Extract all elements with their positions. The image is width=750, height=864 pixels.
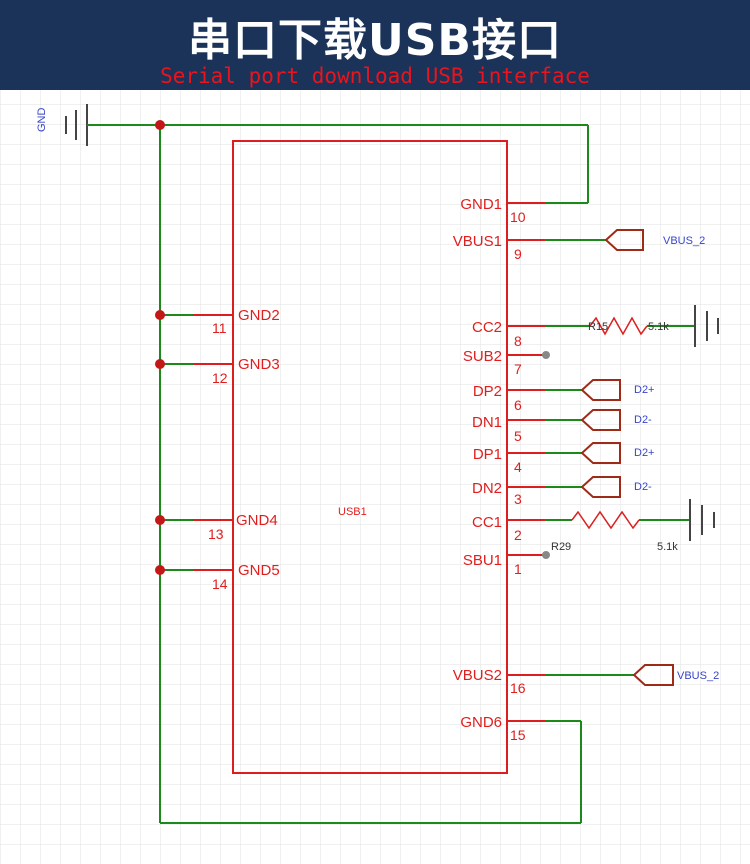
pin-vbus2: VBUS2 16 <box>453 667 545 696</box>
pin-sbu1: SBU1 1 <box>463 551 550 577</box>
gnd-net-label: GND <box>36 108 48 133</box>
dn1-net-label: D2- <box>634 414 652 426</box>
pin-name: CC1 <box>472 514 502 531</box>
pin-vbus1: VBUS1 9 <box>453 233 545 262</box>
pin-gnd6: GND6 15 <box>460 714 545 743</box>
pin-number: 2 <box>514 527 522 543</box>
resistor-r15: R15 5.1k <box>545 305 719 347</box>
pin-name: SBU1 <box>463 552 502 569</box>
pin-gnd5: GND5 14 <box>193 562 280 592</box>
pin-number: 14 <box>212 576 228 592</box>
pin-number: 10 <box>510 209 526 225</box>
dn2-net-label: D2- <box>634 481 652 493</box>
pin-name: DN1 <box>472 414 502 431</box>
usb-designator: USB1 <box>338 506 367 518</box>
left-pins: GND2 11 GND3 12 GND4 13 GND5 14 <box>193 307 280 592</box>
title-banner: 串口下载USB接口 Serial port download USB inter… <box>0 0 750 90</box>
pin-number: 15 <box>510 727 526 743</box>
pin-gnd1: GND1 10 <box>460 196 545 225</box>
pin-number: 8 <box>514 333 522 349</box>
pin-gnd4: GND4 13 <box>193 512 278 542</box>
r29-ref: R29 <box>551 541 571 553</box>
pin-dp2: DP2 6 <box>473 383 545 413</box>
pin-number: 13 <box>208 526 224 542</box>
r29-value: 5.1k <box>657 541 678 553</box>
dn2-port: D2- <box>545 476 652 498</box>
ground-wires <box>159 124 589 824</box>
pin-number: 1 <box>514 561 522 577</box>
pin-name: DN2 <box>472 480 502 497</box>
dp1-port: D2+ <box>545 442 655 464</box>
pin-name: DP1 <box>473 446 502 463</box>
ground-symbol: GND <box>36 104 160 146</box>
schematic-canvas: GND USB1 GND2 11 GND3 12 <box>0 90 750 864</box>
pin-name: GND4 <box>236 512 278 529</box>
pin-cc1: CC1 2 <box>472 514 545 543</box>
vbus-top-port: VBUS_2 <box>545 229 705 251</box>
pin-number: 16 <box>510 680 526 696</box>
pin-number: 7 <box>514 361 522 377</box>
pin-number: 5 <box>514 428 522 444</box>
pin-number: 12 <box>212 370 228 386</box>
pin-name: GND6 <box>460 714 502 731</box>
pin-name: GND3 <box>238 356 280 373</box>
pin-gnd3: GND3 12 <box>193 356 280 386</box>
pin-dn2: DN2 3 <box>472 480 545 507</box>
pin-number: 3 <box>514 491 522 507</box>
pin-number: 6 <box>514 397 522 413</box>
vbus-bottom-label: VBUS_2 <box>677 670 719 682</box>
dn1-port: D2- <box>545 409 652 431</box>
right-pins: GND1 10 VBUS1 9 CC2 8 SUB2 7 DP2 6 DN1 5 <box>453 196 550 743</box>
pin-name: DP2 <box>473 383 502 400</box>
grid-background <box>0 90 750 864</box>
junction-dots <box>155 120 165 575</box>
r15-value: 5.1k <box>648 321 669 333</box>
page-subtitle: Serial port download USB interface <box>160 64 590 88</box>
pin-name: SUB2 <box>463 348 502 365</box>
dp1-net-label: D2+ <box>634 447 655 459</box>
pin-gnd2: GND2 11 <box>193 307 280 336</box>
vbus-top-label: VBUS_2 <box>663 235 705 247</box>
pin-number: 4 <box>514 459 522 475</box>
pin-name: VBUS1 <box>453 233 502 250</box>
resistor-r29: R29 5.1k <box>545 499 715 553</box>
pin-number: 9 <box>514 246 522 262</box>
pin-number: 11 <box>212 320 227 336</box>
dp2-port: D2+ <box>545 379 655 401</box>
pin-dp1: DP1 4 <box>473 446 545 475</box>
pin-name: GND2 <box>238 307 280 324</box>
pin-cc2: CC2 8 <box>472 319 545 349</box>
ground-symbol <box>694 305 719 347</box>
r15-ref: R15 <box>588 321 608 333</box>
usb-connector-body <box>232 140 508 774</box>
pin-name: CC2 <box>472 319 502 336</box>
pin-name: VBUS2 <box>453 667 502 684</box>
vbus-bottom-port: VBUS_2 <box>545 664 719 686</box>
pin-sub2: SUB2 7 <box>463 348 550 377</box>
pin-name: GND5 <box>238 562 280 579</box>
pin-dn1: DN1 5 <box>472 414 545 444</box>
ground-symbol <box>689 499 715 541</box>
page-title: 串口下载USB接口 <box>188 15 562 66</box>
pin-name: GND1 <box>460 196 502 213</box>
dp2-net-label: D2+ <box>634 384 655 396</box>
